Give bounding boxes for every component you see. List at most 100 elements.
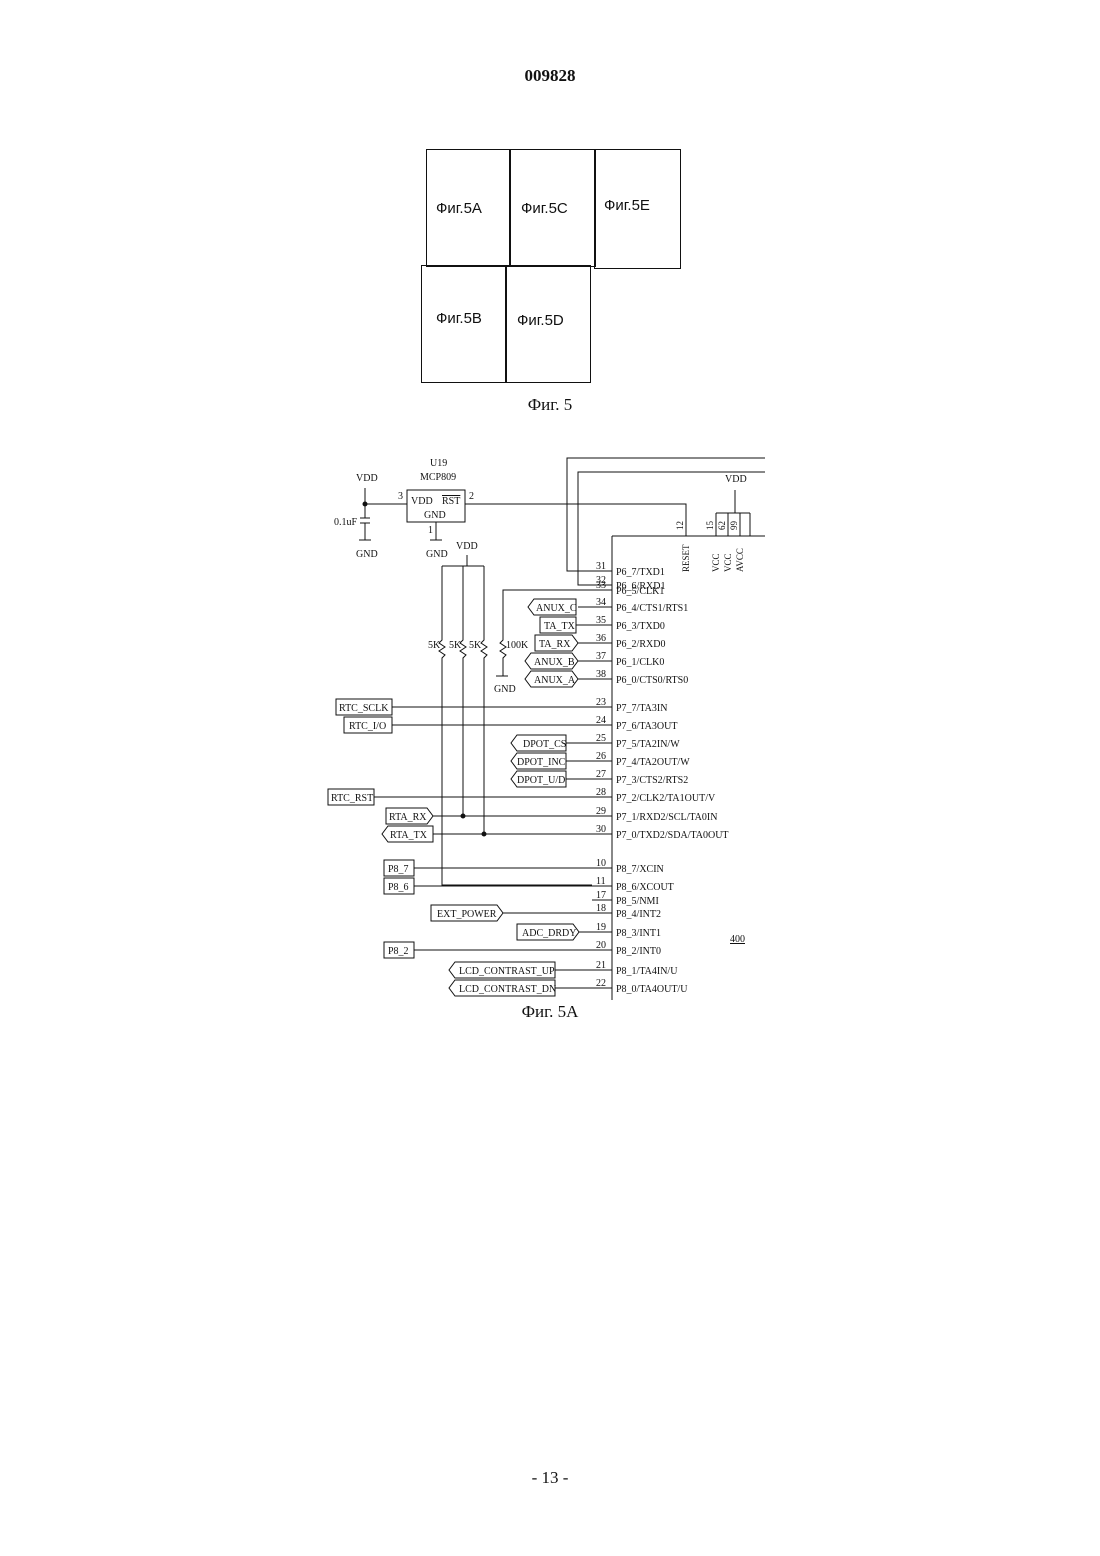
pin-name: P8_3/INT1 bbox=[616, 928, 661, 939]
net-label-text: ANUX_A bbox=[534, 675, 576, 686]
net-label-text: DPOT_INC bbox=[517, 757, 566, 768]
pin-name: P7_4/TA2OUT/W bbox=[616, 757, 690, 768]
net-label-text: EXT_POWER bbox=[437, 909, 497, 920]
top-pin-name: VCC bbox=[723, 553, 733, 572]
resistor-5k-3 bbox=[481, 566, 487, 834]
pin-number: 23 bbox=[596, 697, 606, 708]
pin-number: 30 bbox=[596, 824, 606, 835]
pin-name: P8_5/NMI bbox=[616, 896, 659, 907]
pin-name: P7_6/TA3OUT bbox=[616, 721, 677, 732]
top-pin-name: RESET bbox=[681, 544, 691, 572]
pin-number: 29 bbox=[596, 806, 606, 817]
pin-number: 18 bbox=[596, 903, 606, 914]
layout-cell-label: Фиг.5E bbox=[604, 197, 650, 214]
layout-cell-label: Фиг.5D bbox=[517, 312, 564, 329]
pin-name: P7_3/CTS2/RTS2 bbox=[616, 775, 688, 786]
pin-name: P7_5/TA2IN/W bbox=[616, 739, 680, 750]
pin-number: 38 bbox=[596, 669, 606, 680]
layout-cell-label: Фиг.5C bbox=[521, 200, 568, 217]
pin-number: 20 bbox=[596, 940, 606, 951]
net-label-text: DPOT_CS bbox=[523, 739, 566, 750]
pin-number: 21 bbox=[596, 960, 606, 971]
top-pin-number: 62 bbox=[717, 521, 727, 530]
pin-number: 24 bbox=[596, 715, 606, 726]
top-pin-name: VCC bbox=[711, 553, 721, 572]
pin-number: 19 bbox=[596, 922, 606, 933]
net-label-text: ADC_DRDY bbox=[522, 928, 576, 939]
net-label-text: TA_RX bbox=[539, 639, 571, 650]
layout-cell-5e: Фиг.5E bbox=[594, 149, 681, 269]
pin-name: P6_3/TXD0 bbox=[616, 621, 665, 632]
gnd-label: GND bbox=[356, 549, 378, 560]
pin-number: 37 bbox=[596, 651, 606, 662]
net-label-text: P8_6 bbox=[388, 882, 409, 893]
net-label-text: P8_2 bbox=[388, 946, 409, 957]
pin-name: P8_2/INT0 bbox=[616, 946, 661, 957]
pin-name: P8_0/TA4OUT/U bbox=[616, 984, 688, 995]
top-pin-name: AVCC bbox=[735, 548, 745, 572]
u19-pin-rst: RST bbox=[442, 496, 460, 507]
pin-name: P6_5/CLK1 bbox=[616, 586, 664, 597]
pin-number: 34 bbox=[596, 597, 606, 608]
schematic-5a: U19 MCP809 VDD RST GND 3 2 1 VDD VDD VDD… bbox=[0, 440, 1100, 1080]
figure-5a-caption: Фиг. 5A bbox=[450, 1002, 650, 1022]
net-label-text: TA_TX bbox=[544, 621, 576, 632]
gnd-label: GND bbox=[426, 549, 448, 560]
layout-cell-5b: Фиг.5B bbox=[421, 265, 507, 383]
net-label-text: RTC_SCLK bbox=[339, 703, 389, 714]
document-number: 009828 bbox=[0, 66, 1100, 86]
pin-name: P7_1/RXD2/SCL/TA0IN bbox=[616, 812, 717, 823]
resistor-value: 5K bbox=[428, 640, 441, 651]
top-pin-number: 99 bbox=[729, 521, 739, 531]
u19-pin-vdd: VDD bbox=[411, 496, 433, 507]
net-label-text: P8_7 bbox=[388, 864, 409, 875]
pin-name: P6_4/CTS1/RTS1 bbox=[616, 603, 688, 614]
vdd-label: VDD bbox=[725, 474, 747, 485]
gnd-label: GND bbox=[494, 684, 516, 695]
pin-number: 35 bbox=[596, 615, 606, 626]
resistor-5k-2 bbox=[460, 566, 466, 816]
layout-cell-5d: Фиг.5D bbox=[505, 265, 591, 383]
pin-number: 25 bbox=[596, 733, 606, 744]
junction-dot bbox=[363, 502, 367, 506]
pin-number: 28 bbox=[596, 787, 606, 798]
pin-name: P7_0/TXD2/SDA/TA0OUT bbox=[616, 830, 729, 841]
u19-ref: U19 bbox=[430, 458, 447, 469]
u19-pin1: 1 bbox=[428, 525, 433, 536]
pin-name: P8_1/TA4IN/U bbox=[616, 966, 678, 977]
pin-name: P7_2/CLK2/TA1OUT/V bbox=[616, 793, 716, 804]
pin-number: 10 bbox=[596, 858, 606, 869]
junction-dot bbox=[482, 832, 486, 836]
net-label-text: RTA_TX bbox=[390, 830, 428, 841]
vdd-label: VDD bbox=[356, 473, 378, 484]
pin-name: P6_7/TXD1 bbox=[616, 567, 665, 578]
net-label-text: RTA_RX bbox=[389, 812, 427, 823]
vdd-label: VDD bbox=[456, 541, 478, 552]
pin-number: 27 bbox=[596, 769, 606, 780]
u19-part: MCP809 bbox=[420, 472, 456, 483]
layout-cell-5a: Фиг.5A bbox=[426, 149, 511, 267]
resistor-value: 100K bbox=[506, 640, 529, 651]
pin-number: 11 bbox=[596, 876, 606, 887]
chip-ref: 400 bbox=[730, 934, 745, 945]
pin-name: P7_7/TA3IN bbox=[616, 703, 667, 714]
resistor-value: 5K bbox=[449, 640, 462, 651]
cap-value: 0.1uF bbox=[334, 517, 358, 528]
pin-name: P8_4/INT2 bbox=[616, 909, 661, 920]
layout-cell-label: Фиг.5A bbox=[436, 200, 482, 217]
pin-name: P6_0/CTS0/RTS0 bbox=[616, 675, 688, 686]
pin-number: 31 bbox=[596, 561, 606, 572]
net-label-text: ANUX_B bbox=[534, 657, 575, 668]
pin-number: 33 bbox=[596, 580, 606, 591]
pin-name: P8_7/XCIN bbox=[616, 864, 664, 875]
pin-number: 36 bbox=[596, 633, 606, 644]
layout-cell-label: Фиг.5B bbox=[436, 310, 482, 327]
pin-name: P8_6/XCOUT bbox=[616, 882, 674, 893]
u19-pin3: 3 bbox=[398, 491, 403, 502]
pin-number: 17 bbox=[596, 890, 606, 901]
net-label-text: RTC_I/O bbox=[349, 721, 386, 732]
junction-dot bbox=[461, 814, 465, 818]
resistor-value: 5K bbox=[469, 640, 482, 651]
wire-reset bbox=[465, 504, 686, 536]
